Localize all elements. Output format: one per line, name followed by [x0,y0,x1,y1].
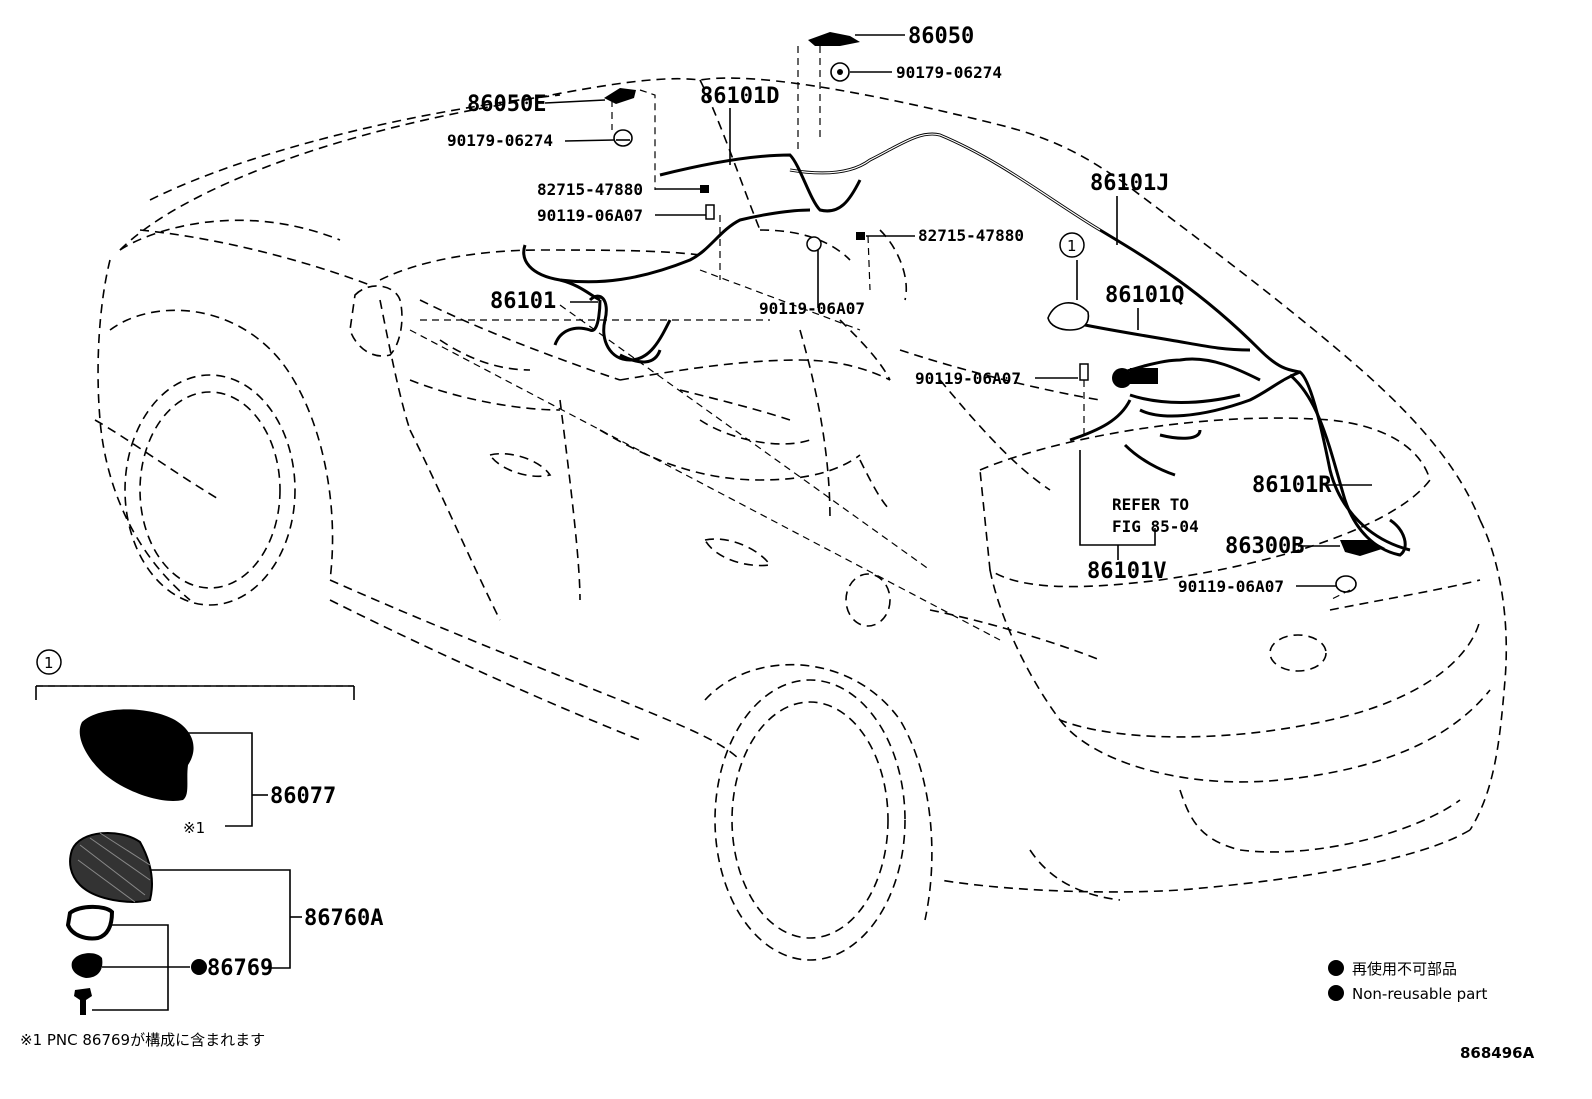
legend-jp: 再使用不可部品 [1352,960,1457,978]
parts-icons [604,32,1385,593]
label-90179-top: 90179-06274 [896,63,1002,82]
antenna-base [69,832,153,903]
label-refer-line1: REFER TO [1112,495,1189,514]
legend-en: Non-reusable part [1352,985,1487,1003]
label-86050E: 86050E [467,92,546,117]
rear-wheel [704,663,933,961]
callout-car: 1 [1059,232,1085,258]
nut [71,953,103,978]
gasket [65,904,115,941]
label-refer-line2: FIG 85-04 [1112,517,1199,536]
label-86760A: 86760A [304,906,383,931]
label-90119-right: 90119-06A07 [915,369,1021,388]
label-90179-left: 90179-06274 [447,131,553,150]
front-wheel [109,309,334,606]
figure-id: 868496A [1460,1044,1535,1062]
label-82715-right: 82715-47880 [918,226,1024,245]
vehicle-body [94,77,1508,901]
callout-car-number: 1 [1067,237,1077,255]
bolt [74,988,92,1015]
label-86101R: 86101R [1252,473,1332,498]
label-86101V: 86101V [1087,559,1166,584]
label-86101Q: 86101Q [1105,283,1184,308]
label-86769: 86769 [207,956,273,981]
label-86050: 86050 [908,24,974,49]
label-86300B: 86300B [1225,534,1304,559]
label-90119-bottom: 90119-06A07 [1178,577,1284,596]
footnote: ※1 PNC 86769が構成に含まれます [20,1031,265,1049]
label-86101D: 86101D [700,84,779,109]
antenna-harnesses [522,132,1411,557]
label-86101: 86101 [490,289,556,314]
leader-lines [544,34,1372,601]
callout-inset-number: 1 [44,654,54,672]
label-90119-left: 90119-06A07 [537,206,643,225]
shark-fin-cover [79,709,194,801]
label-86077: 86077 [270,784,336,809]
label-86101J: 86101J [1090,171,1169,196]
label-82715-left: 82715-47880 [537,180,643,199]
legend: 再使用不可部品 Non-reusable part [1328,960,1487,1003]
inset-assembly: 1 86077 ※1 86760A 86769 [35,649,383,1015]
label-90119-mid: 90119-06A07 [759,299,865,318]
part-labels: 86050 90179-06274 86050E 90179-06274 861… [447,24,1332,596]
note-mark: ※1 [183,819,205,837]
